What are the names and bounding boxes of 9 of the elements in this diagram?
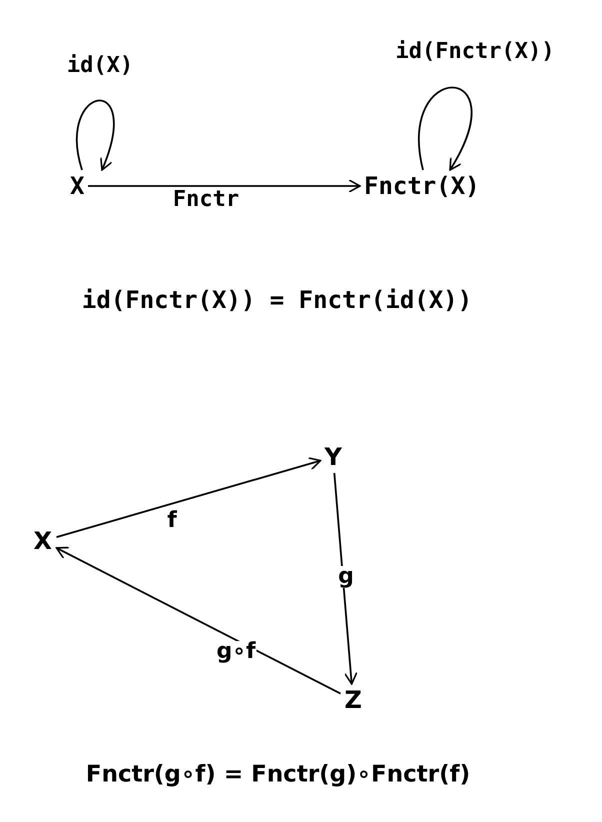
arrow — [333, 472, 358, 685]
loop-arrow — [418, 86, 472, 171]
arrow — [88, 179, 361, 193]
edge-label: g — [337, 566, 355, 588]
loop-arrow — [76, 100, 114, 171]
arrow — [56, 546, 341, 694]
equation: Fnctr(g∘f) = Fnctr(g)∘Fnctr(f) — [84, 764, 472, 786]
edge-label: g∘f — [215, 641, 257, 663]
arrow — [56, 457, 322, 538]
